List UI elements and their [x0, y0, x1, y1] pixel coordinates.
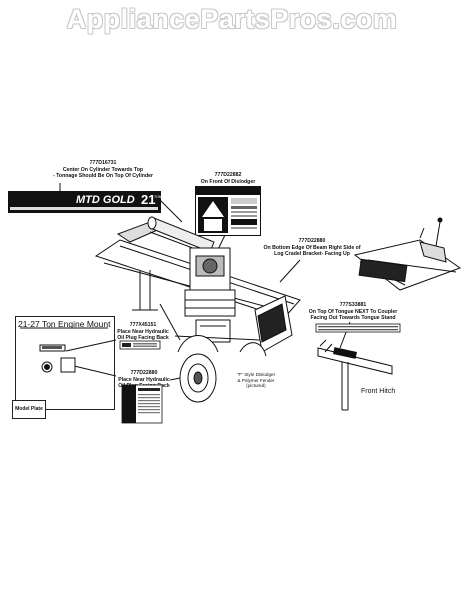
- oil-plug-decal-2: [121, 384, 163, 424]
- decal-tons-label: TON: [154, 195, 162, 199]
- label-oil-plug-1: 777X45151 Place Near Hydraulic Oil Plug …: [112, 322, 174, 342]
- decal-brand: MTD GOLD: [76, 194, 135, 206]
- label-beam: 777D22880 On Bottom Edge Of Beam Right S…: [258, 238, 366, 258]
- label-text: "F" Style Dislodger: [236, 372, 276, 377]
- part-number: 777S33881: [339, 302, 367, 308]
- engine-mount-inset: [15, 316, 115, 410]
- part-number: 777D22880: [130, 370, 158, 376]
- warning-decal-graphic: [196, 187, 260, 233]
- label-text: On Front Of Dislodger: [200, 178, 256, 185]
- label-text: Place Near Hydraulic: [117, 328, 169, 335]
- model-plate-label: Model Plate: [12, 400, 46, 419]
- label-text: Center On Cylinder Towards Top: [62, 166, 144, 173]
- part-number: 777D22880: [298, 238, 326, 244]
- label-fender: "F" Style Dislodger & Polymer Fender (pi…: [228, 372, 284, 389]
- label-dislodger: 777D22882 On Front Of Dislodger: [195, 172, 261, 185]
- oil-plug-decal-1: [119, 340, 161, 350]
- decal-tons: 21: [141, 192, 156, 207]
- front-hitch-label: Front Hitch: [361, 388, 396, 395]
- label-text: On Bottom Edge Of Beam Right Side of: [263, 244, 361, 251]
- watermark: AppliancePartsPros.com: [66, 4, 398, 34]
- part-number: 777X45151: [129, 322, 157, 328]
- label-text: Place Near Hydraulic: [118, 376, 170, 383]
- mtd-gold-decal: MTD GOLD 21 TON: [8, 191, 161, 213]
- label-text: - Tonnage Should Be On Top Of Cylinder: [52, 173, 154, 179]
- label-text: & Polymer Fender: [237, 377, 275, 383]
- label-cylinder: 777D16731 Center On Cylinder Towards Top…: [43, 160, 163, 180]
- label-tongue: 777S33881 On Top Of Tongue NEXT To Coupl…: [305, 302, 401, 322]
- engine-mount-title: 21-27 Ton Engine Mount: [18, 319, 111, 329]
- tongue-decal: [315, 323, 401, 333]
- decal-stripe: [10, 207, 158, 210]
- label-text: Facing Out Towards Tongue Stand: [310, 315, 396, 321]
- part-number: 777D22882: [214, 172, 242, 178]
- label-text: (pictured): [246, 383, 266, 389]
- part-number: 777D16731: [89, 160, 117, 166]
- dislodger-warning-decal: [195, 186, 261, 236]
- label-text: On Top Of Tongue NEXT To Coupler: [308, 308, 398, 315]
- label-text: Log Cradel Bracket- Facing Up: [274, 251, 350, 257]
- label-text: Oil Plug Facing Back: [117, 335, 169, 341]
